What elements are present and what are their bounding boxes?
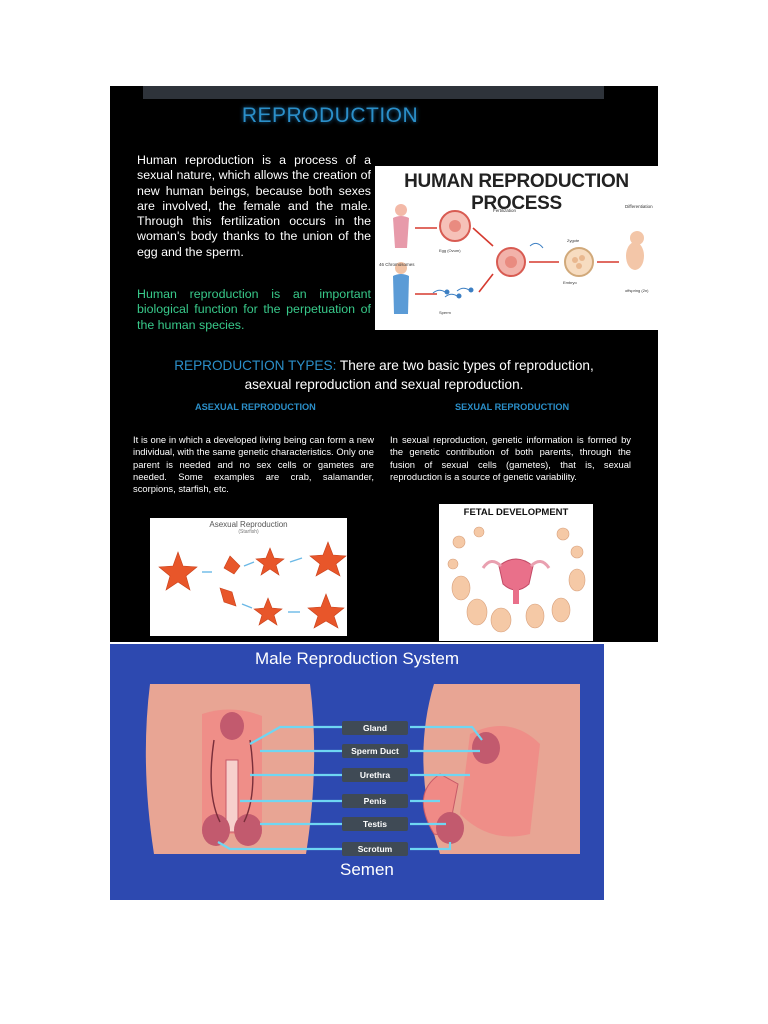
fetal-development-image: FETAL DEVELOPMENT <box>439 504 593 641</box>
svg-text:Differentiation: Differentiation <box>625 204 653 209</box>
asexual-heading: ASEXUAL REPRODUCTION <box>195 402 316 412</box>
svg-text:offspring (2n): offspring (2n) <box>625 288 649 293</box>
asexual-paragraph: It is one in which a developed living be… <box>133 434 374 495</box>
intro-paragraph: Human reproduction is a process of a sex… <box>137 153 371 259</box>
label-scrotum: Scrotum <box>342 842 408 856</box>
starfish-illustration <box>158 541 347 629</box>
types-heading: REPRODUCTION TYPES: There are two basic … <box>110 356 658 394</box>
sexual-paragraph: In sexual reproduction, genetic informat… <box>390 434 631 482</box>
fertilization-label: Fertilization <box>493 208 517 213</box>
svg-text:Zygote: Zygote <box>567 238 580 243</box>
label-urethra: Urethra <box>342 768 408 782</box>
page-title: REPRODUCTION <box>241 104 419 127</box>
process-illustration: 46 Chromosomes Egg (Ovum) Fertilization … <box>379 204 653 315</box>
label-testis: Testis <box>342 817 408 831</box>
svg-text:Embryo: Embryo <box>563 280 578 285</box>
svg-text:Sperm: Sperm <box>439 310 451 315</box>
label-penis: Penis <box>342 794 408 808</box>
types-rest: There are two basic types of reproductio… <box>336 358 594 373</box>
fetal-title: FETAL DEVELOPMENT <box>463 507 569 518</box>
starfish-title: Asexual Reproduction <box>209 520 288 529</box>
label-gland: Gland <box>342 721 408 735</box>
svg-text:Egg (Ovum): Egg (Ovum) <box>439 248 461 253</box>
label-sperm-duct: Sperm Duct <box>342 744 408 758</box>
fetal-illustration <box>447 526 586 633</box>
sexual-heading: SEXUAL REPRODUCTION <box>455 402 570 412</box>
types-line2: asexual reproduction and sexual reproduc… <box>244 377 524 392</box>
reproduction-process-image: HUMAN REPRODUCTION PROCESS <box>375 166 658 330</box>
male-system-illustration <box>145 684 580 854</box>
importance-paragraph: Human reproduction is an important biolo… <box>137 287 371 332</box>
starfish-sub: (Starfish) <box>238 529 259 535</box>
process-image-title: HUMAN REPRODUCTION PROCESS <box>404 171 629 214</box>
male-system-title: Male Reproduction System <box>254 649 460 668</box>
starfish-image: Asexual Reproduction (Starfish) <box>150 518 347 636</box>
types-lead: REPRODUCTION TYPES: <box>174 358 337 373</box>
svg-text:46 Chromosomes: 46 Chromosomes <box>379 262 415 267</box>
semen-caption: Semen <box>340 860 394 879</box>
header-strip <box>143 86 604 99</box>
